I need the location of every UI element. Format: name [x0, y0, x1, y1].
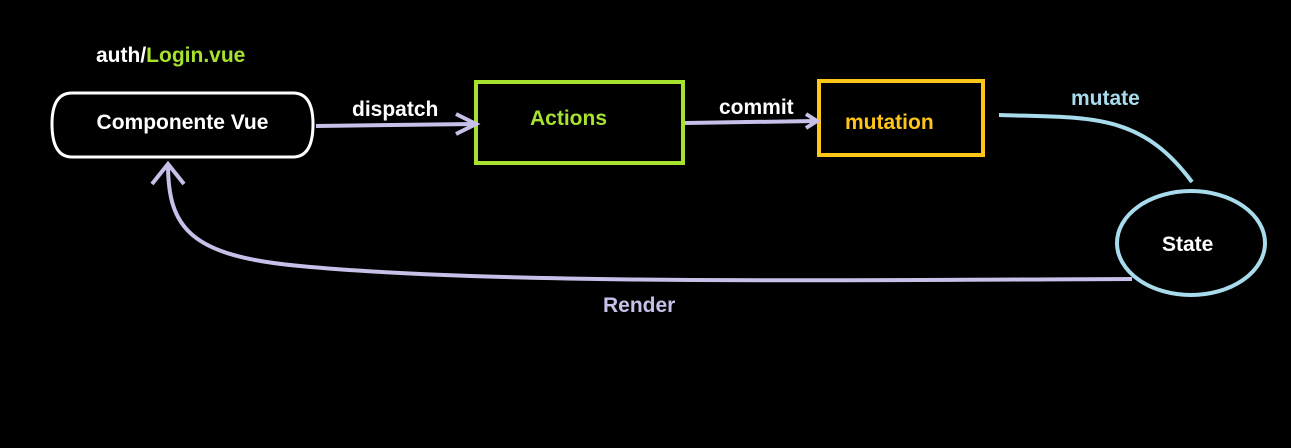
- render-edge-label: Render: [603, 294, 676, 317]
- dispatch-edge-label: dispatch: [352, 98, 439, 121]
- commit-arrow: [684, 119, 816, 125]
- state-node-label: State: [1162, 233, 1214, 256]
- file-path-label: auth/Login.vue: [96, 45, 245, 66]
- file-name: Login.vue: [146, 44, 246, 67]
- file-path-prefix: auth/: [96, 44, 147, 67]
- render-arrowhead: [150, 160, 186, 186]
- dispatch-arrowhead: [455, 112, 481, 136]
- component-node-label: Componente Vue: [96, 111, 269, 134]
- mutation-node-label: mutation: [845, 111, 934, 134]
- state-node-shape: [1115, 189, 1267, 297]
- commit-edge-label: commit: [719, 96, 794, 119]
- commit-arrowhead: [804, 112, 821, 130]
- component-node-shape: [50, 91, 315, 159]
- dispatch-arrow: [315, 122, 475, 128]
- mutate-edge-label: mutate: [1071, 87, 1140, 110]
- render-arrow: [166, 163, 1133, 283]
- mutate-connector: [998, 113, 1194, 184]
- actions-node-label: Actions: [530, 107, 608, 130]
- mutation-node-shape: [817, 79, 985, 157]
